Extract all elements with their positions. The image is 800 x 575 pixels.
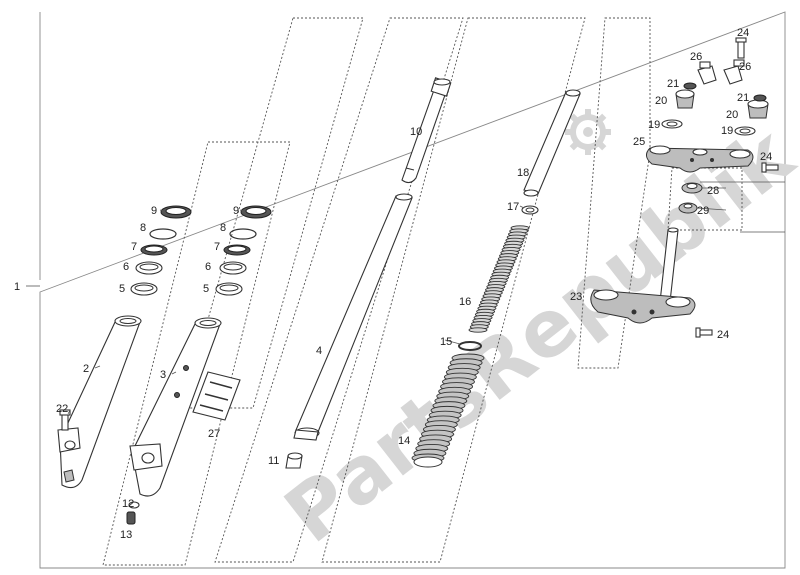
label-28: 28 bbox=[707, 185, 719, 197]
label-21-left: 21 bbox=[667, 78, 679, 90]
watermark-gear-icon bbox=[565, 109, 611, 155]
fork-leg-left bbox=[57, 315, 142, 489]
label-6-right: 6 bbox=[205, 261, 211, 273]
seal-stack-right bbox=[215, 205, 272, 296]
label-19-left: 19 bbox=[648, 119, 660, 131]
label-26-right: 26 bbox=[739, 61, 751, 73]
screw-13 bbox=[126, 511, 136, 525]
circlip-8-right bbox=[229, 228, 257, 240]
label-27: 27 bbox=[208, 428, 220, 440]
label-6-left: 6 bbox=[123, 261, 129, 273]
group-box-spring bbox=[321, 17, 586, 563]
spring-coil bbox=[468, 327, 488, 333]
bushing-11 bbox=[285, 452, 303, 469]
label-16: 16 bbox=[459, 296, 471, 308]
nut-21-left bbox=[683, 82, 697, 90]
box-leaders bbox=[700, 181, 785, 233]
label-25: 25 bbox=[633, 136, 645, 148]
label-15: 15 bbox=[440, 336, 452, 348]
fork-leg-right bbox=[129, 317, 222, 497]
group-box-yokes bbox=[577, 17, 651, 369]
part-labels: 1 2 3 4 5 5 6 6 7 7 8 8 9 9 10 11 12 13 … bbox=[14, 27, 772, 541]
bolt-26-right bbox=[723, 59, 745, 85]
label-21-right: 21 bbox=[737, 92, 749, 104]
label-20-right: 20 bbox=[726, 109, 738, 121]
bearing-29 bbox=[678, 202, 698, 214]
ring-15 bbox=[458, 341, 482, 351]
label-3: 3 bbox=[160, 369, 166, 381]
label-2: 2 bbox=[83, 363, 89, 375]
label-5-left: 5 bbox=[119, 283, 125, 295]
label-23: 23 bbox=[570, 291, 582, 303]
circlip-8-left bbox=[149, 228, 177, 240]
bolt-24-bottom bbox=[695, 327, 713, 338]
label-9-right: 9 bbox=[233, 205, 239, 217]
leader-lines bbox=[67, 187, 727, 415]
label-7-left: 7 bbox=[131, 241, 137, 253]
bolt-26-left bbox=[697, 61, 717, 85]
bolt-24-top bbox=[735, 37, 747, 59]
outer-frame bbox=[39, 11, 786, 569]
label-1: 1 bbox=[14, 281, 20, 293]
label-8-right: 8 bbox=[220, 222, 226, 234]
label-19-right: 19 bbox=[721, 125, 733, 137]
label-29: 29 bbox=[697, 205, 709, 217]
seal-stack-left bbox=[130, 205, 192, 296]
tube-18 bbox=[523, 89, 581, 197]
decal-27 bbox=[192, 371, 241, 421]
washer-12 bbox=[128, 501, 140, 509]
stanchion-4 bbox=[293, 193, 413, 441]
label-10: 10 bbox=[410, 126, 422, 138]
bolt-24-right bbox=[761, 162, 779, 173]
label-26-left: 26 bbox=[690, 51, 702, 63]
label-24-bottom: 24 bbox=[717, 329, 729, 341]
label-18: 18 bbox=[517, 167, 529, 179]
label-20-left: 20 bbox=[655, 95, 667, 107]
boot-end bbox=[413, 456, 443, 468]
bearing-28 bbox=[681, 182, 703, 194]
label-9-left: 9 bbox=[151, 205, 157, 217]
group-box-upper-left bbox=[182, 17, 364, 409]
label-11: 11 bbox=[268, 455, 279, 467]
label-22: 22 bbox=[56, 403, 68, 415]
label-14: 14 bbox=[398, 435, 410, 447]
upper-yoke-25 bbox=[646, 145, 754, 173]
nut-21-right bbox=[753, 94, 767, 102]
label-24-top: 24 bbox=[737, 27, 749, 39]
bolt-22 bbox=[59, 409, 71, 431]
group-box-bearing bbox=[667, 167, 743, 231]
damper-rod-10 bbox=[401, 77, 452, 184]
label-4: 4 bbox=[316, 345, 322, 357]
label-12: 12 bbox=[122, 498, 134, 510]
cap-20-left bbox=[675, 89, 695, 109]
label-8-left: 8 bbox=[140, 222, 146, 234]
label-5-right: 5 bbox=[203, 283, 209, 295]
fork-boot-14 bbox=[411, 353, 485, 468]
spring-16 bbox=[468, 225, 530, 333]
cap-20-right bbox=[747, 99, 769, 119]
group-box-stanchion bbox=[214, 17, 464, 563]
group-box-fork-legs bbox=[102, 141, 291, 566]
label-17: 17 bbox=[507, 201, 519, 213]
label-7-right: 7 bbox=[214, 241, 220, 253]
lower-yoke-23 bbox=[590, 227, 696, 324]
label-13: 13 bbox=[120, 529, 132, 541]
label-24-right: 24 bbox=[760, 151, 772, 163]
